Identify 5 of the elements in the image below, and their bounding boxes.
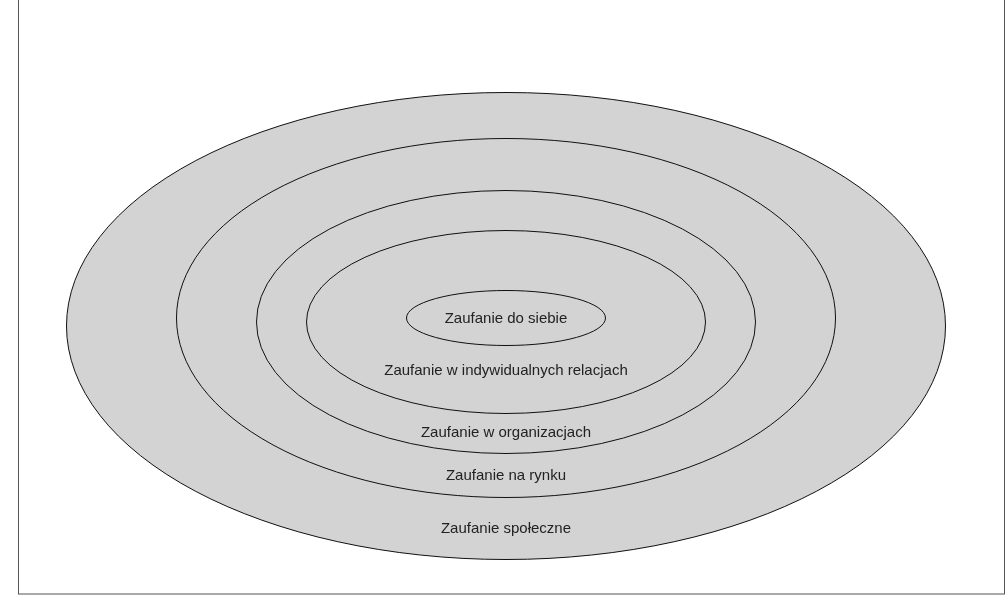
ring-label: Zaufanie społeczne bbox=[440, 518, 572, 538]
ring-label: Zaufanie w indywidualnych relacjach bbox=[384, 360, 628, 380]
ring-label: Zaufanie w organizacjach bbox=[420, 422, 592, 442]
ring-label: Zaufanie do siebie bbox=[444, 308, 568, 328]
ring-label: Zaufanie na rynku bbox=[445, 465, 567, 485]
